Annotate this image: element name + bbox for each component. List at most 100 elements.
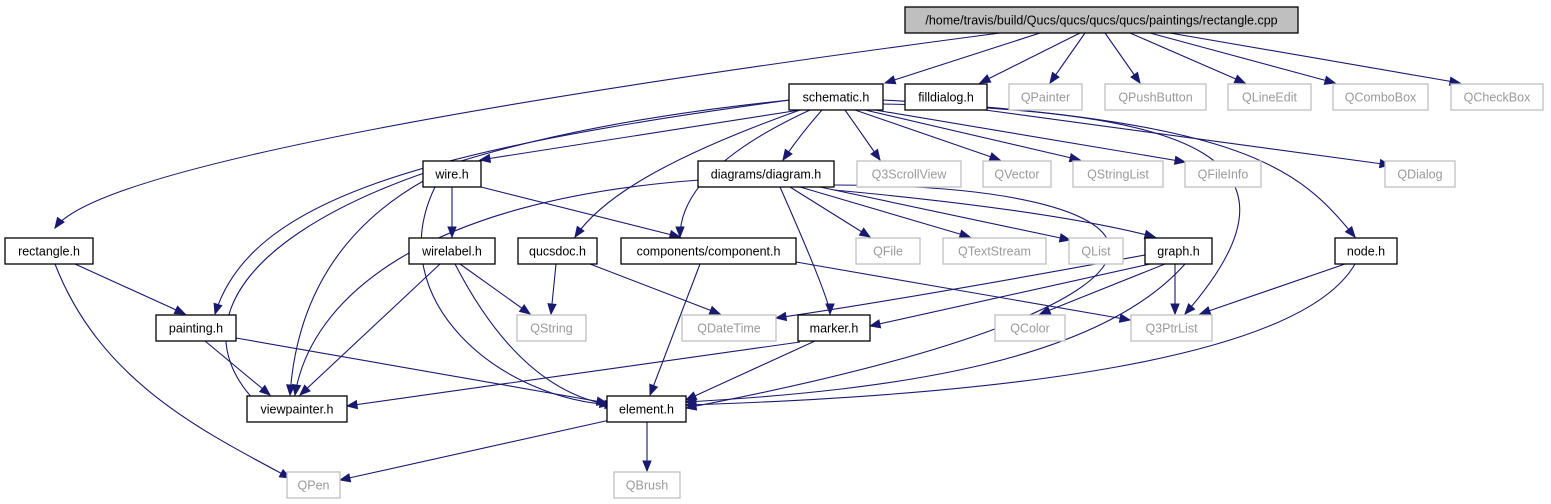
edge-graph-to-qdatetime bbox=[774, 254, 1146, 322]
edge-painting-to-element bbox=[235, 337, 609, 406]
node-label: QBrush bbox=[626, 479, 668, 493]
node-qlineedit: QLineEdit bbox=[1227, 83, 1312, 111]
edge-component-to-q3ptrlist bbox=[795, 261, 1132, 323]
node-label: QList bbox=[1081, 245, 1111, 259]
node-label: QVector bbox=[994, 168, 1039, 182]
edge-diagram-to-graph bbox=[833, 189, 1157, 239]
node-label: qucsdoc.h bbox=[529, 245, 586, 259]
node-wire[interactable]: wire.h bbox=[422, 160, 482, 188]
edge-graph-to-qcolor bbox=[1038, 263, 1166, 315]
edge-schematic-to-qstringlist bbox=[864, 109, 1082, 163]
edge-schematic-to-qfileinfo bbox=[874, 109, 1187, 165]
node-q3ptrlist: Q3PtrList bbox=[1130, 314, 1213, 342]
node-graph[interactable]: graph.h bbox=[1144, 237, 1213, 265]
node-label: QPen bbox=[298, 479, 330, 493]
node-qtextstream: QTextStream bbox=[942, 237, 1047, 265]
edge-wire-to-viewpainter bbox=[285, 179, 426, 397]
node-qucsdoc[interactable]: qucsdoc.h bbox=[517, 237, 598, 265]
edge-root-to-qpushbutton bbox=[1104, 32, 1141, 85]
node-label: QDialog bbox=[1397, 168, 1442, 182]
node-wirelabel[interactable]: wirelabel.h bbox=[408, 237, 496, 265]
edge-schematic-to-qvector bbox=[854, 109, 1002, 162]
node-root[interactable]: /home/travis/build/Qucs/qucs/qucs/qucs/p… bbox=[904, 6, 1299, 34]
node-viewpainter[interactable]: viewpainter.h bbox=[246, 395, 348, 423]
node-label: QPushButton bbox=[1118, 91, 1192, 105]
node-marker[interactable]: marker.h bbox=[797, 314, 871, 342]
edge-marker-to-viewpainter bbox=[345, 341, 801, 410]
node-qcolor: QColor bbox=[994, 314, 1066, 342]
edge-schematic-to-q3ptrlist bbox=[882, 103, 1241, 316]
edge-component-to-element bbox=[649, 263, 701, 397]
node-label: painting.h bbox=[169, 322, 223, 336]
edge-root-to-filldialog bbox=[978, 32, 1081, 84]
node-qfileinfo: QFileInfo bbox=[1184, 160, 1262, 188]
edge-node-to-element bbox=[684, 263, 1356, 410]
node-qbrush: QBrush bbox=[613, 471, 681, 499]
node-qcombobox: QComboBox bbox=[1332, 83, 1429, 111]
node-label: /home/travis/build/Qucs/qucs/qucs/qucs/p… bbox=[925, 14, 1277, 28]
node-label: marker.h bbox=[810, 322, 859, 336]
edge-wirelabel-to-viewpainter bbox=[299, 263, 441, 396]
node-label: QStringList bbox=[1087, 168, 1149, 182]
node-qpushbutton: QPushButton bbox=[1104, 83, 1207, 111]
node-qcheckbox: QCheckBox bbox=[1450, 83, 1544, 111]
node-label: node.h bbox=[1347, 245, 1385, 259]
node-label: graph.h bbox=[1157, 245, 1199, 259]
node-qvector: QVector bbox=[982, 160, 1052, 188]
node-label: QFile bbox=[873, 245, 903, 259]
node-label: Q3PtrList bbox=[1145, 322, 1198, 336]
node-layer: /home/travis/build/Qucs/qucs/qucs/qucs/p… bbox=[4, 6, 1544, 499]
node-qstringlist: QStringList bbox=[1072, 160, 1164, 188]
edge-root-to-qlineedit bbox=[1129, 32, 1247, 84]
node-label: QFileInfo bbox=[1198, 168, 1249, 182]
edge-schematic-to-painting bbox=[213, 99, 791, 316]
node-qfile: QFile bbox=[855, 237, 921, 265]
node-qpen: QPen bbox=[286, 471, 341, 499]
node-painting[interactable]: painting.h bbox=[155, 314, 237, 342]
node-label: element.h bbox=[619, 403, 674, 417]
node-label: viewpainter.h bbox=[261, 403, 334, 417]
edge-graph-to-q3ptrlist bbox=[1170, 264, 1180, 316]
edge-graph-to-marker bbox=[868, 263, 1151, 329]
node-node[interactable]: node.h bbox=[1334, 237, 1398, 265]
node-qpainter: QPainter bbox=[1008, 83, 1083, 111]
edge-wirelabel-to-qstring bbox=[459, 263, 532, 315]
edge-qucsdoc-to-qdatetime bbox=[589, 263, 722, 315]
node-label: QComboBox bbox=[1345, 91, 1417, 105]
edge-element-to-qpen bbox=[338, 419, 611, 483]
node-component[interactable]: components/component.h bbox=[620, 237, 797, 265]
edge-schematic-to-diagram bbox=[782, 109, 823, 162]
node-label: rectangle.h bbox=[18, 245, 80, 259]
node-q3scrollview: Q3ScrollView bbox=[856, 160, 962, 188]
node-qdatetime: QDateTime bbox=[681, 314, 777, 342]
node-label: QString bbox=[530, 322, 572, 336]
edge-element-to-qbrush bbox=[642, 422, 652, 473]
node-schematic[interactable]: schematic.h bbox=[788, 83, 884, 111]
node-label: QLineEdit bbox=[1242, 91, 1297, 105]
edge-schematic-to-wire bbox=[478, 109, 801, 164]
node-filldialog[interactable]: filldialog.h bbox=[904, 83, 988, 111]
node-diagram[interactable]: diagrams/diagram.h bbox=[697, 160, 835, 188]
node-label: schematic.h bbox=[803, 91, 870, 105]
edge-marker-to-element bbox=[684, 340, 816, 401]
edge-root-to-schematic bbox=[883, 32, 1041, 85]
edge-diagram-to-element bbox=[684, 184, 1111, 411]
node-qdialog: QDialog bbox=[1384, 160, 1456, 188]
node-label: wire.h bbox=[434, 168, 468, 182]
node-label: components/component.h bbox=[637, 245, 781, 259]
node-label: Q3ScrollView bbox=[872, 168, 948, 182]
edge-root-to-qcombobox bbox=[1149, 32, 1337, 85]
edge-schematic-to-q3scrollview bbox=[844, 109, 881, 162]
edge-diagram-to-qlist bbox=[819, 186, 1072, 243]
edge-root-to-qpainter bbox=[1049, 32, 1086, 85]
node-label: QPainter bbox=[1021, 91, 1070, 105]
node-element[interactable]: element.h bbox=[606, 395, 687, 423]
node-qlist: QList bbox=[1068, 237, 1124, 265]
edge-diagram-to-qfile bbox=[789, 186, 872, 238]
edge-qucsdoc-to-qstring bbox=[547, 263, 557, 316]
node-rectangle[interactable]: rectangle.h bbox=[4, 237, 94, 265]
node-label: QTextStream bbox=[958, 245, 1031, 259]
edge-rectangle-to-painting bbox=[74, 263, 187, 315]
edge-painting-to-viewpainter bbox=[204, 340, 272, 396]
